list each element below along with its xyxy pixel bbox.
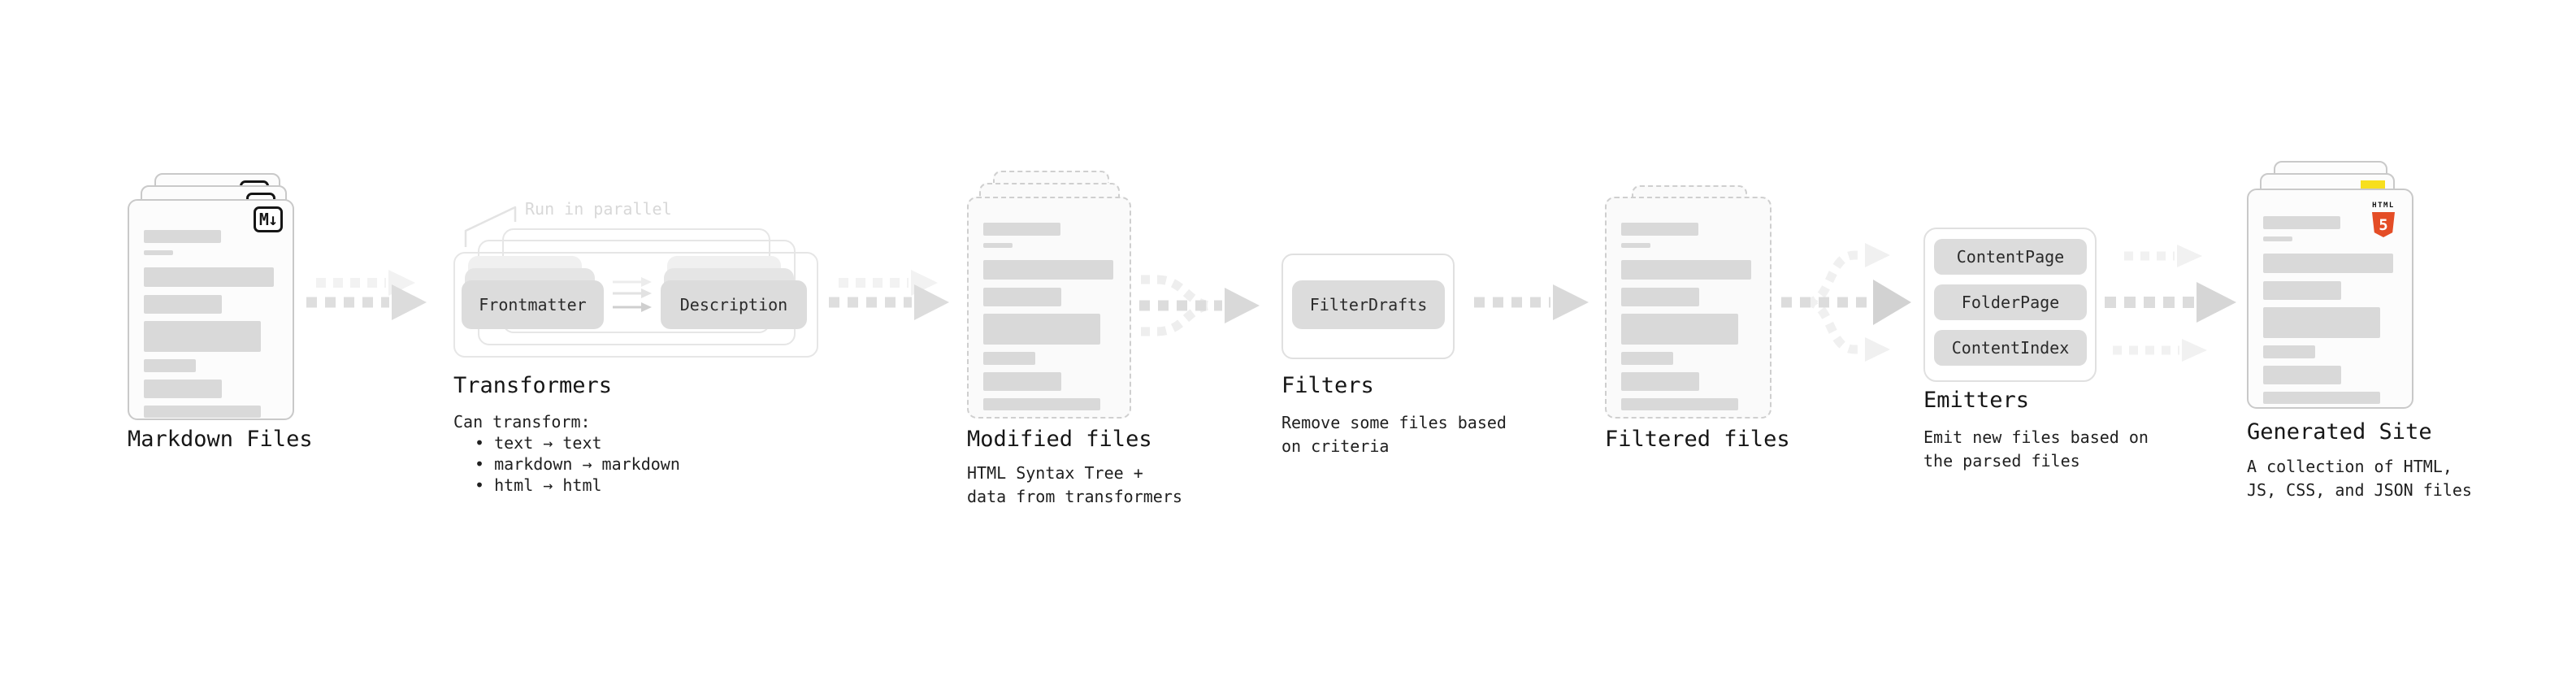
dashed-arrow-icon: [2105, 282, 2236, 323]
text-skeleton: [2249, 190, 2412, 404]
generated-site-description: A collection of HTML, JS, CSS, and JSON …: [2247, 457, 2472, 500]
transform-bullet: • markdown → markdown: [475, 454, 680, 474]
dashed-arrow-icon: [1474, 284, 1589, 320]
dashed-arrow-icon: [2124, 245, 2202, 267]
stage-title-markdown-files: Markdown Files: [128, 427, 313, 452]
dashed-arrow-icon: [2113, 339, 2207, 362]
filtered-files-stack: [1605, 185, 1772, 419]
folderpage-node: FolderPage: [1934, 284, 2087, 320]
text-skeleton: [1607, 198, 1770, 410]
filters-description: Remove some files based on criteria: [1281, 413, 1507, 456]
can-transform-heading: Can transform:: [453, 412, 591, 432]
html5-shield-icon: 5: [2372, 212, 2395, 237]
html-file-card: HTML 5: [2247, 189, 2413, 409]
modified-files-stack: [967, 171, 1131, 419]
markdown-files-stack: M↓ M↓ M↓: [128, 173, 294, 420]
emitters-description: Emit new files based on the parsed files: [1923, 427, 2149, 471]
contentindex-node: ContentIndex: [1934, 330, 2087, 366]
stage-title-filtered-files: Filtered files: [1605, 427, 1790, 452]
stage-title-transformers: Transformers: [453, 373, 613, 398]
modified-file-card-front: [967, 197, 1131, 419]
html5-icon-label: HTML: [2372, 202, 2395, 210]
html5-icon: HTML 5: [2366, 195, 2400, 237]
frontmatter-node: Frontmatter: [462, 280, 604, 329]
merge-arrow-icon: [1139, 275, 1260, 336]
generated-site-stack: CSS HTML 5: [2247, 161, 2413, 409]
stage-title-modified-files: Modified files: [967, 427, 1152, 452]
run-in-parallel-note: Run in parallel: [525, 199, 672, 219]
dashed-arrow-icon: [829, 270, 949, 320]
text-skeleton: [129, 201, 293, 418]
fanout-arrow-icon: [1781, 243, 1911, 362]
modified-files-description: HTML Syntax Tree + data from transformer…: [967, 463, 1182, 506]
parallel-mini-arrows-icon: [613, 277, 652, 312]
transformer-box-front: [453, 252, 818, 358]
stage-title-filters: Filters: [1281, 373, 1374, 398]
stage-title-emitters: Emitters: [1923, 388, 2030, 413]
js-icon: [2361, 180, 2385, 191]
text-skeleton: [969, 198, 1130, 410]
transform-bullet: • text → text: [475, 433, 602, 453]
stage-title-generated-site: Generated Site: [2247, 419, 2432, 445]
filterdrafts-node: FilterDrafts: [1292, 280, 1445, 329]
filtered-file-card-front: [1605, 197, 1772, 419]
markdown-icon: M↓: [253, 206, 283, 232]
description-node: Description: [661, 280, 807, 329]
transform-bullet: • html → html: [475, 475, 602, 495]
markdown-file-card-front: M↓: [128, 199, 294, 420]
transformers-description: Can transform: • text → text • markdown …: [453, 411, 680, 496]
run-in-parallel-leader-line: [464, 206, 517, 247]
dashed-arrow-icon: [306, 270, 427, 320]
contentpage-node: ContentPage: [1934, 239, 2087, 275]
